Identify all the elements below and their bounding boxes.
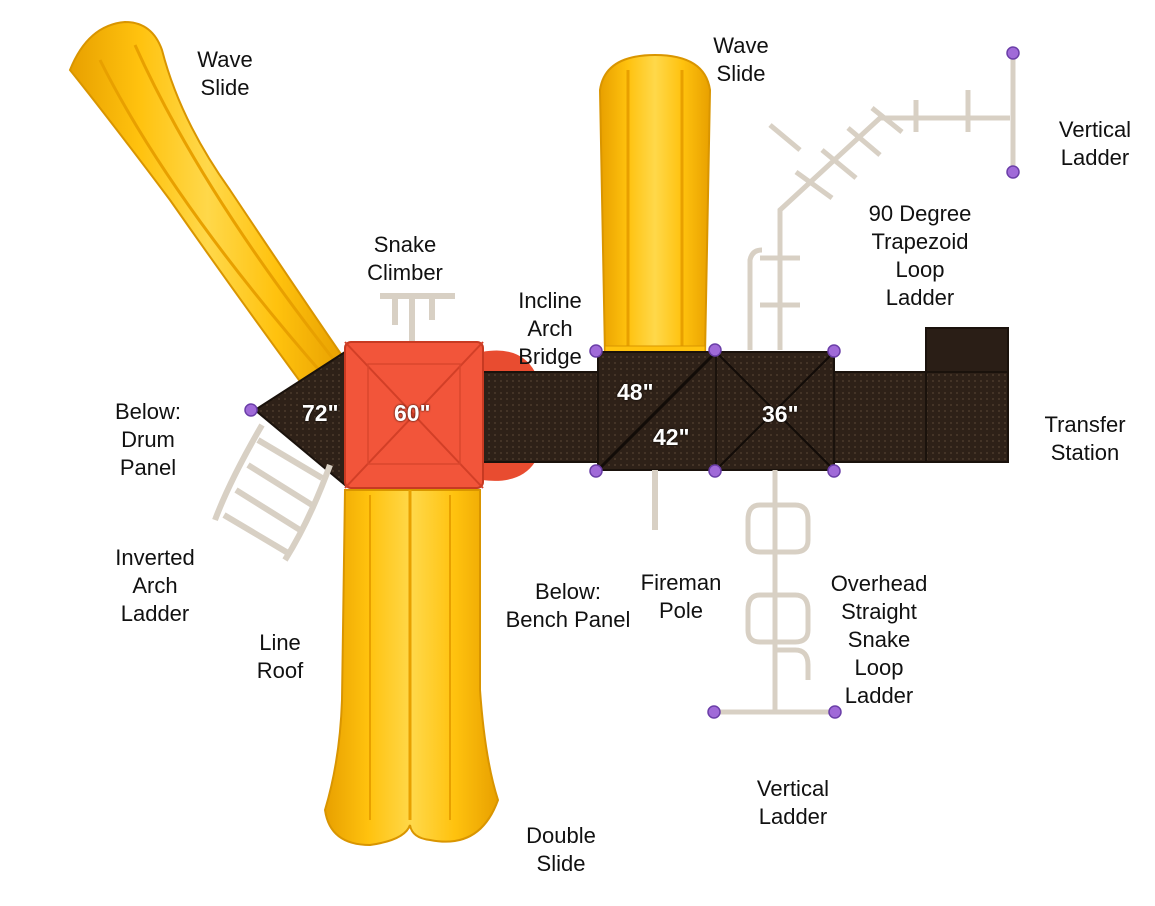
double-slide — [323, 489, 500, 847]
height-42: 42" — [653, 424, 690, 450]
line-roof-60 — [344, 341, 484, 489]
overhead-snake-loop-ladder — [715, 470, 835, 715]
incline-arch-bridge-deck — [479, 371, 601, 463]
label-bench-panel: Below:Bench Panel — [505, 579, 631, 632]
trapezoid-loop-ladder — [747, 90, 1010, 350]
playground-top-view — [68, 20, 1020, 847]
wave-slide-top — [598, 53, 712, 359]
height-72: 72" — [302, 400, 339, 426]
wave-slide-left — [68, 20, 347, 397]
height-60: 60" — [394, 400, 431, 426]
post-clamps — [244, 46, 1020, 719]
transfer-station — [833, 327, 1009, 463]
inverted-arch-ladder — [212, 423, 333, 562]
deck-48-42 — [596, 350, 718, 472]
height-48: 48" — [617, 379, 654, 405]
snake-climber — [380, 293, 455, 345]
height-36: 36" — [762, 401, 799, 427]
